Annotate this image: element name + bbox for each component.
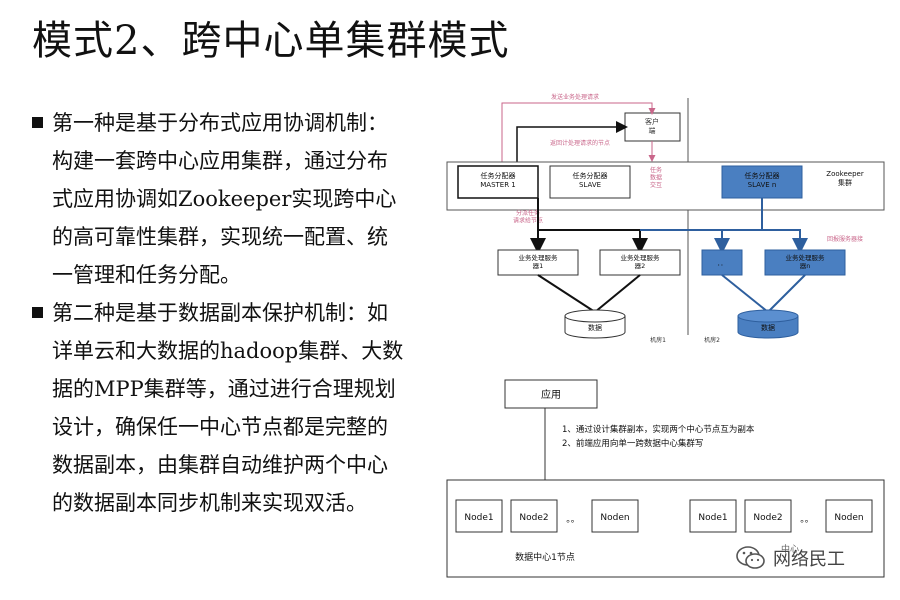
node-right-dots: 。。 bbox=[800, 515, 814, 525]
proc-server-2-label: 业务处理服务器2 bbox=[621, 253, 661, 270]
send-request-arrow bbox=[501, 102, 656, 163]
note-2: 2、前端应用向单一跨数据中心集群写 bbox=[562, 438, 703, 449]
app-box bbox=[504, 379, 598, 409]
bullet-square-icon bbox=[32, 307, 43, 318]
wechat-icon bbox=[735, 545, 767, 571]
node-right-1-label: Node1 bbox=[698, 513, 727, 523]
node-box-right-n bbox=[825, 499, 873, 533]
reply-label: 回报服务器接 bbox=[827, 235, 863, 243]
node-box-left-1 bbox=[455, 499, 503, 533]
bullet-item-1: 第一种是基于分布式应用协调机制：构建一套跨中心应用集群，通过分布式应用协调如Zo… bbox=[32, 104, 404, 294]
proc-server-1-label: 业务处理服务器1 bbox=[519, 253, 559, 270]
node-left-dots: 。。 bbox=[566, 515, 580, 525]
node-box-left-n bbox=[591, 499, 639, 533]
node-right-n-label: Noden bbox=[834, 513, 863, 523]
bullet-square-icon bbox=[32, 117, 43, 128]
node-left-1-label: Node1 bbox=[464, 513, 493, 523]
bullet-text-1: 第一种是基于分布式应用协调机制：构建一套跨中心应用集群，通过分布式应用协调如Zo… bbox=[52, 111, 397, 287]
watermark-text: 网络民工 bbox=[773, 549, 845, 570]
slave-n-box bbox=[721, 165, 803, 199]
database-right-label: 数据 bbox=[761, 323, 775, 332]
room-2-label: 机房2 bbox=[704, 336, 720, 344]
node-box-left-2 bbox=[510, 499, 558, 533]
database-right-icon bbox=[737, 309, 799, 339]
dispatch-label: 分派任务请求给节点 bbox=[513, 209, 543, 225]
watermark-logo: 网络民工 bbox=[735, 545, 845, 571]
node-box-right-2 bbox=[744, 499, 792, 533]
database-left-icon bbox=[564, 309, 626, 339]
node-left-n-label: Noden bbox=[600, 513, 629, 523]
proc-server-3-label: ．． bbox=[717, 259, 727, 267]
send-request-label: 发送业务处理请求 bbox=[551, 93, 599, 101]
client-label: 客户端 bbox=[645, 117, 659, 135]
page-title: 模式2、跨中心单集群模式 bbox=[32, 18, 510, 64]
proc-server-3 bbox=[701, 249, 743, 276]
sync-label: 任务数据交互 bbox=[650, 166, 662, 189]
datacenter-label-right: 中心 bbox=[781, 543, 799, 555]
datacenter-label: 数据中心1节点 bbox=[515, 551, 575, 563]
bullet-list: 第一种是基于分布式应用协调机制：构建一套跨中心应用集群，通过分布式应用协调如Zo… bbox=[32, 104, 404, 522]
proc-server-n-label: 业务处理服务器n bbox=[786, 253, 826, 270]
proc-server-2 bbox=[599, 249, 681, 276]
node-left-2-label: Node2 bbox=[519, 513, 548, 523]
master-box bbox=[457, 165, 539, 199]
client-request-arrow bbox=[516, 121, 628, 163]
slave-box bbox=[549, 165, 631, 199]
return-node-label: 返回计处理请求的节点 bbox=[550, 139, 610, 147]
bullet-text-2: 第二种是基于数据副本保护机制：如详单云和大数据的hadoop集群、大数据的MPP… bbox=[52, 301, 404, 515]
room-1-label: 机房1 bbox=[650, 336, 666, 344]
bullet-item-2: 第二种是基于数据副本保护机制：如详单云和大数据的hadoop集群、大数据的MPP… bbox=[32, 294, 404, 522]
proc-server-n bbox=[764, 249, 846, 276]
node-right-2-label: Node2 bbox=[753, 513, 782, 523]
note-1: 1、通过设计集群副本，实现两个中心节点互为副本 bbox=[562, 424, 755, 435]
app-label: 应用 bbox=[541, 388, 561, 401]
node-box-right-1 bbox=[689, 499, 737, 533]
database-left-label: 数据 bbox=[588, 323, 602, 332]
